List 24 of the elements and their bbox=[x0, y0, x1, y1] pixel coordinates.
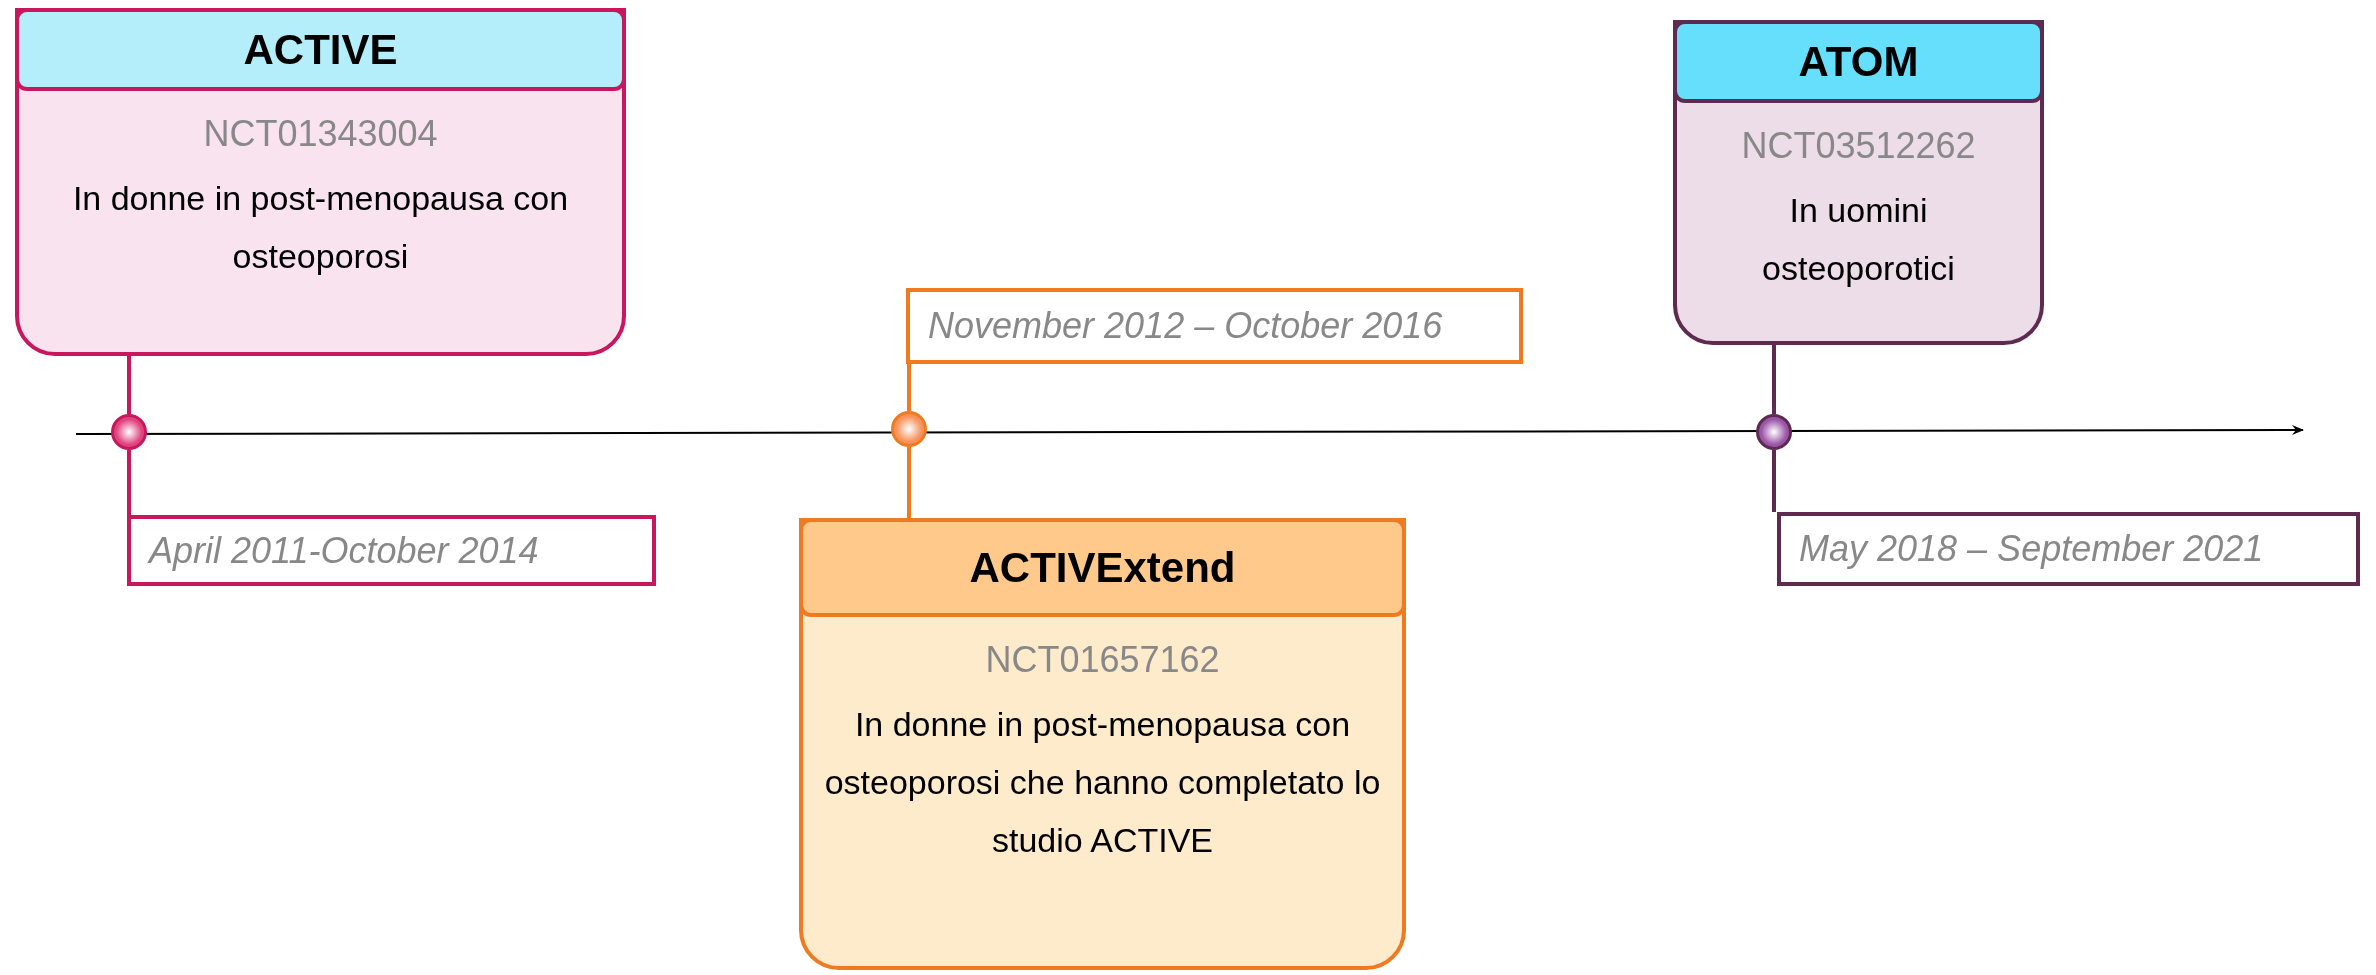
connector-line bbox=[907, 447, 911, 518]
connector-line bbox=[127, 356, 131, 414]
study-description: In donne in post-menopausa con osteoporosi bbox=[71, 178, 570, 277]
study-description: In uomini osteoporotici bbox=[1761, 190, 1956, 289]
trial-id: NCT01657162 bbox=[985, 639, 1220, 681]
timeline-dot bbox=[891, 411, 927, 447]
study-card bbox=[15, 8, 626, 356]
connector-line bbox=[907, 364, 911, 411]
date-box bbox=[1777, 512, 2360, 586]
connector-line bbox=[1772, 345, 1776, 414]
study-card bbox=[1673, 20, 2044, 345]
connector-line bbox=[127, 450, 131, 515]
trial-id: NCT03512262 bbox=[1741, 125, 1976, 167]
trial-id: NCT01343004 bbox=[203, 113, 438, 155]
connector-line bbox=[1772, 450, 1776, 512]
timeline-dot bbox=[1756, 414, 1792, 450]
date-box bbox=[906, 288, 1523, 364]
timeline-dot bbox=[111, 414, 147, 450]
date-range: April 2011-October 2014 bbox=[149, 529, 539, 572]
study-description: In donne in post-menopausa con osteoporosi che hanno completato lo studio ACTIVE bbox=[823, 704, 1382, 861]
date-box bbox=[127, 515, 656, 586]
date-range: May 2018 – September 2021 bbox=[1799, 528, 2264, 570]
date-range: November 2012 – October 2016 bbox=[928, 305, 1443, 347]
study-card bbox=[799, 518, 1406, 970]
